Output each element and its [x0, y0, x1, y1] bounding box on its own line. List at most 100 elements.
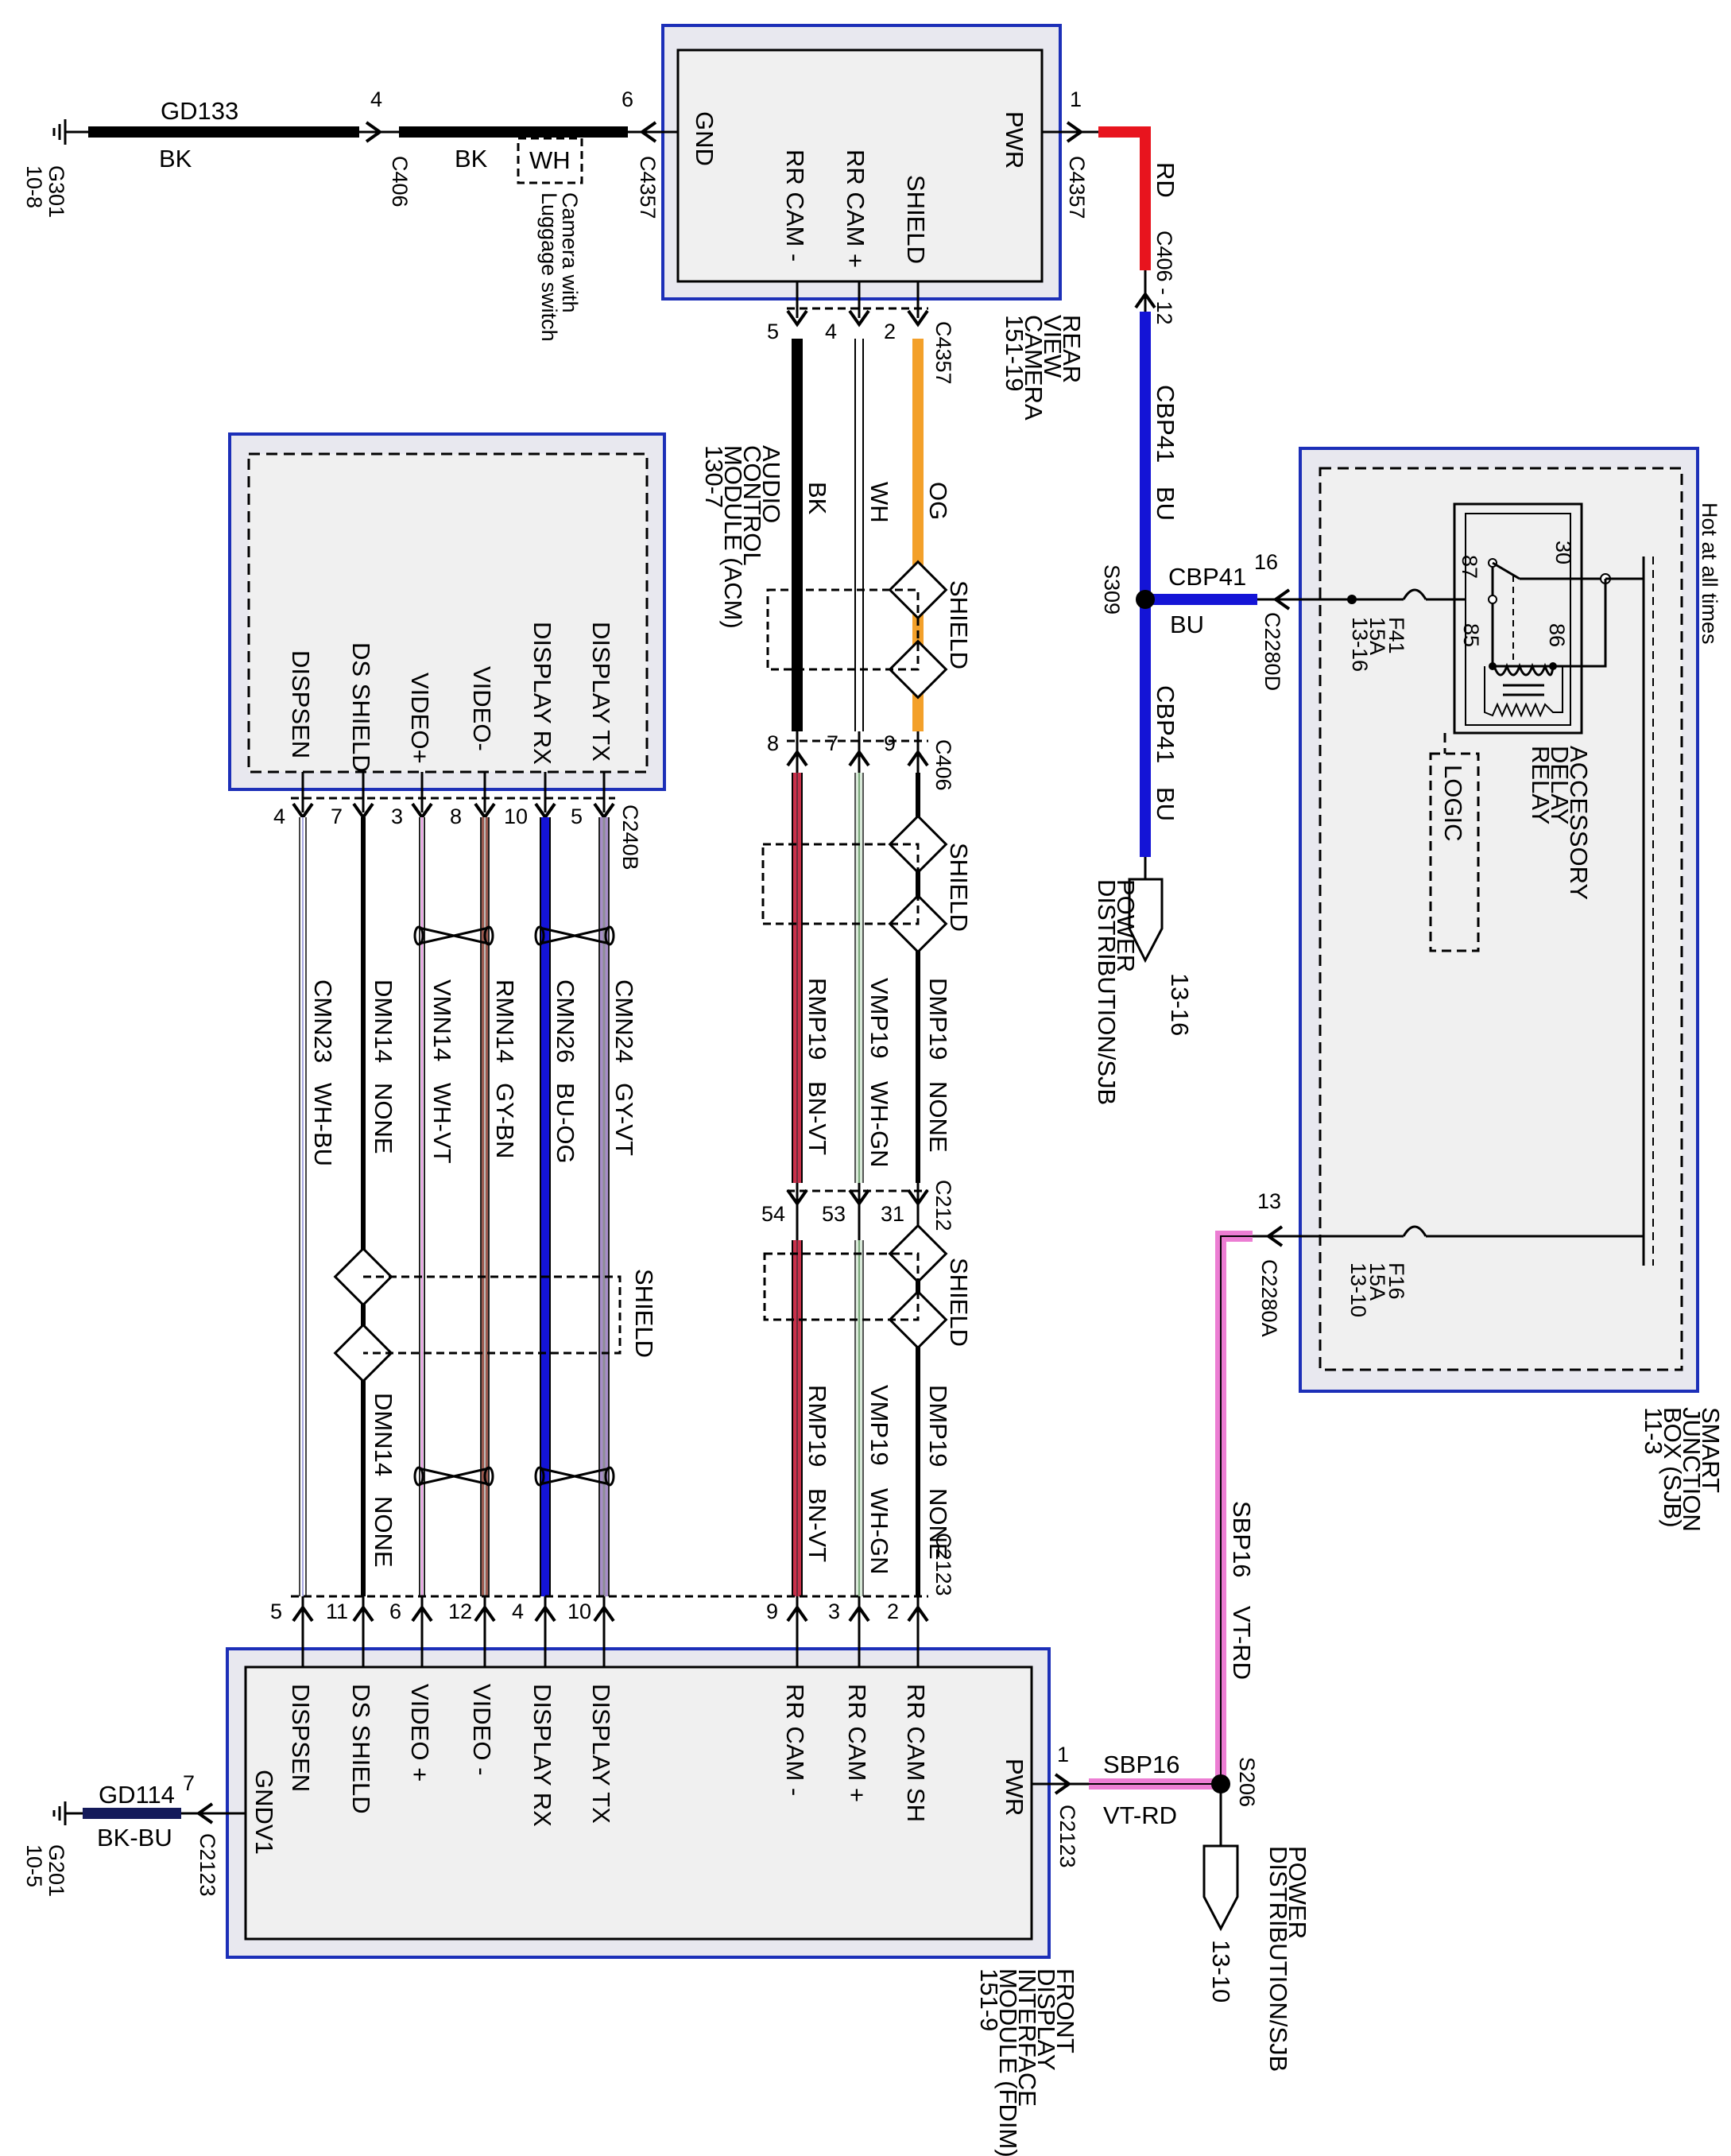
fdim-pin-video-neg: VIDEO - — [468, 1684, 496, 1775]
acm-pin-video-neg: VIDEO- — [468, 666, 496, 751]
camera-pin-pwr: PWR — [1001, 111, 1028, 169]
ground-g201-id: G201 — [45, 1844, 68, 1897]
power-dist-top-line-2: DISTRIBUTION/SJB — [1093, 879, 1121, 1105]
power-dist-top-line-1: POWER — [1112, 879, 1140, 972]
logic-label: LOGIC — [1439, 765, 1467, 841]
vmp19-seg3-color: WH-GN — [866, 1488, 893, 1574]
dmp19-seg2-circuit: DMP19 — [924, 978, 952, 1060]
power-dist-top-ref: 13-16 — [1166, 973, 1194, 1036]
cmn26-circuit: CMN26 — [552, 979, 579, 1063]
vmp19-seg2-circuit: VMP19 — [866, 978, 893, 1059]
shield-box-4 — [363, 1275, 622, 1355]
shield-label-1: SHIELD — [945, 580, 973, 669]
camera-title-4: 151-19 — [1001, 315, 1028, 392]
relay-title-3: RELAY — [1527, 746, 1555, 824]
fdim-title-4: MODULE (FDIM) — [994, 1968, 1022, 2156]
sbp16-horiz-circuit: SBP16 — [1103, 1751, 1180, 1778]
fdim-pin-rr-cam-sh: RR CAM SH — [902, 1684, 930, 1822]
splice-s309-label: S309 — [1100, 564, 1124, 615]
c406-mid-pin-7: 7 — [827, 731, 838, 755]
rmp19-seg2-circuit: RMP19 — [804, 978, 831, 1060]
cmn24-circuit: CMN24 — [610, 979, 638, 1063]
c2123-acm-pin-6: 6 — [389, 1600, 401, 1623]
luggage-switch-box — [517, 137, 583, 184]
dmn14-lower-color: NONE — [370, 1496, 397, 1568]
acm-title-1: AUDIO — [757, 445, 785, 523]
fdim-title-2: DISPLAY — [1032, 1968, 1060, 2071]
relay-title-1: ACCESSORY — [1565, 746, 1593, 900]
ground-g301-ref: 10-8 — [22, 165, 46, 208]
c240b-pin-3-label: 3 — [391, 805, 403, 828]
c4357-cam-pin-4-label: 4 — [825, 320, 837, 343]
fuse-f16-amps: 15A — [1365, 1262, 1389, 1301]
c2123-top-pin-2: 2 — [887, 1600, 899, 1623]
fdim-pin-pwr: PWR — [1001, 1759, 1028, 1816]
camera-pin-gnd: GND — [691, 111, 718, 166]
c240b-pin-8-label: 8 — [450, 805, 462, 828]
sbp16-vert-color: VT-RD — [1228, 1606, 1256, 1680]
acm-title-4: 130-7 — [700, 445, 728, 508]
acm-pin-video-pos: VIDEO+ — [406, 673, 434, 764]
shield-box-3 — [763, 1252, 920, 1321]
relay-title-2: DELAY — [1546, 746, 1574, 824]
logic-box — [1429, 733, 1480, 952]
fdim-title-1: FRONT — [1051, 1968, 1079, 2053]
camera-title-3: CAMERA — [1020, 315, 1048, 421]
c240b-pin-7-label: 7 — [331, 805, 343, 828]
fuse-f41-symbol — [1402, 588, 1427, 600]
cmn26-color: BU-OG — [552, 1083, 579, 1164]
fdim-title-3: INTERFACE — [1013, 1968, 1041, 2107]
luggage-switch-label: WH — [529, 146, 571, 174]
c240b-pin-5-label: 5 — [571, 805, 583, 828]
fdim-pin-video-pos: VIDEO + — [406, 1684, 434, 1782]
fdim-pin-display-tx: DISPLAY TX — [587, 1684, 615, 1824]
wh-seg1-color: WH — [866, 482, 893, 523]
gd114-circuit: GD114 — [99, 1781, 175, 1809]
c212-pin-53-label: 53 — [822, 1202, 846, 1226]
ground-g201-ref: 10-5 — [22, 1844, 46, 1887]
vmp19-seg3-circuit: VMP19 — [866, 1385, 893, 1466]
fdim-pin-display-rx: DISPLAY RX — [529, 1684, 556, 1827]
fuse-f16-name: F16 — [1384, 1262, 1408, 1300]
c2123-top-pin-9: 9 — [766, 1600, 778, 1623]
c4357-gnd-name: C4357 — [636, 156, 660, 219]
c4357-cam-pin-5-label: 5 — [767, 320, 779, 343]
dmp19-seg3-color: NONE — [924, 1488, 952, 1560]
c4357-cam-pin-2-label: 2 — [884, 320, 896, 343]
acm-pin-ds-shield: DS SHIELD — [347, 642, 375, 773]
c4357-pwr-name: C4357 — [1065, 156, 1089, 219]
acm-title-3: MODULE (ACM) — [719, 445, 747, 629]
c2280a-pin: 13 — [1257, 1189, 1281, 1213]
relay-pin-30: 30 — [1551, 541, 1575, 564]
fdim-pin-dispsen: DISPSEN — [287, 1684, 315, 1792]
c4357-gnd-pin: 6 — [622, 87, 633, 111]
power-dist-top-arrow — [1128, 878, 1164, 964]
cbp41-bottom-color: BU — [1152, 787, 1179, 821]
dmp19-seg2-color: NONE — [924, 1081, 952, 1153]
rmn14-color: GY-BN — [491, 1083, 519, 1158]
rmn14-circuit: RMN14 — [491, 979, 519, 1063]
c2280d-pin: 16 — [1254, 550, 1278, 574]
dmn14-lower-circuit: DMN14 — [370, 1393, 397, 1476]
relay-pin-86: 86 — [1545, 623, 1569, 647]
c2123-gnd-pin: 7 — [183, 1771, 195, 1795]
acm-inner — [247, 452, 649, 774]
camera-title-1: REAR — [1058, 315, 1086, 383]
fuse-f41-name: F41 — [1384, 617, 1408, 654]
cbp41-bottom-circuit: CBP41 — [1152, 685, 1179, 763]
c2123-acm-pin-12: 12 — [448, 1600, 472, 1623]
dmp19-seg3-circuit: DMP19 — [924, 1385, 952, 1467]
vmn14-circuit: VMN14 — [428, 979, 456, 1061]
fdim-pin-rr-cam-neg: RR CAM - — [781, 1684, 809, 1796]
cmn23-circuit: CMN23 — [309, 979, 337, 1063]
relay-pin-85: 85 — [1459, 623, 1483, 647]
acm-title-2: CONTROL — [738, 445, 766, 566]
c406-mid-pin-8: 8 — [767, 731, 779, 755]
gd133-color: BK — [159, 145, 192, 173]
splice-s309-dot — [1136, 590, 1155, 609]
vmn14-color: WH-VT — [428, 1083, 456, 1164]
camera-pin-rr-cam-pos: RR CAM + — [842, 149, 869, 268]
c2123-top-pin-3: 3 — [828, 1600, 840, 1623]
gd133-mid-color: BK — [455, 145, 488, 173]
